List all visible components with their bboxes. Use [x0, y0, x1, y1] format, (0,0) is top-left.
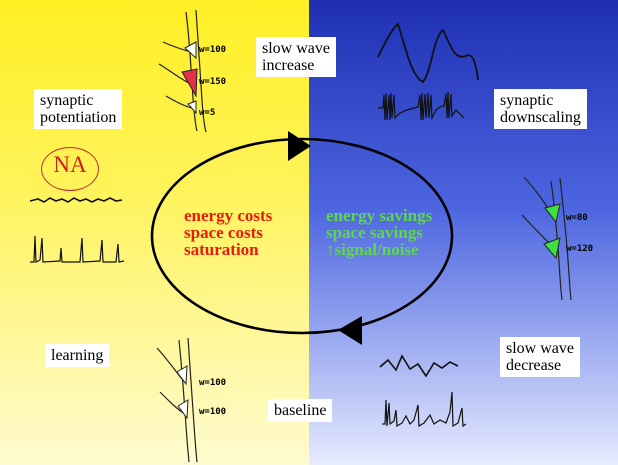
cost-item: space costs	[184, 223, 263, 242]
savings-list: energy savings space savings ↑signal/noi…	[326, 207, 432, 258]
cycle-ellipse	[150, 137, 454, 335]
slow-wave-increase-trace-icon	[377, 22, 479, 84]
weight-label: w=5	[199, 108, 215, 118]
saving-item: energy savings	[326, 206, 433, 225]
spine-potentiated	[181, 68, 198, 98]
synaptic-downscaling-label: synaptic downscaling	[494, 89, 587, 129]
cycle-arrow-icon	[338, 316, 362, 345]
spine-normal	[184, 41, 197, 60]
weight-label: w=150	[199, 77, 226, 87]
slow-wave-increase-label: slow wave increase	[256, 37, 336, 77]
baseline-spike-trace-icon	[382, 391, 467, 428]
saving-item: ↑signal/noise	[326, 240, 419, 259]
synaptic-potentiation-label: synaptic potentiation	[34, 89, 123, 129]
slow-wave-decrease-trace-icon	[379, 354, 459, 378]
burst-trace-icon	[378, 91, 465, 121]
weight-label: w=120	[566, 244, 593, 254]
baseline-label: baseline	[268, 399, 333, 422]
weight-label: w=100	[199, 45, 226, 55]
na-label: NA	[53, 152, 87, 177]
spine-baseline	[176, 365, 188, 386]
up-arrow-icon: ↑	[326, 240, 335, 259]
eeg-trace-icon	[29, 197, 123, 203]
cost-item: saturation	[184, 240, 259, 259]
weight-label: w=80	[566, 213, 588, 223]
dendrite-baseline-icon	[156, 337, 198, 463]
spine-small	[187, 100, 197, 115]
spine-downscaled	[543, 237, 561, 260]
saving-item: space savings	[326, 223, 423, 242]
wake-panel	[0, 0, 309, 465]
learning-label: learning	[45, 344, 110, 367]
spike-trace-icon	[30, 235, 125, 263]
slow-wave-decrease-label: slow wave decrease	[500, 337, 580, 377]
spine-downscaled	[544, 203, 561, 224]
cost-item: energy costs	[184, 206, 273, 225]
weight-label: w=100	[199, 407, 226, 417]
cycle-arrow-icon	[288, 131, 311, 161]
weight-label: w=100	[199, 378, 226, 388]
dendrite-downscaled-icon	[521, 176, 572, 301]
costs-list: energy costs space costs saturation	[184, 207, 272, 258]
na-circle	[41, 147, 99, 191]
sleep-panel	[309, 0, 618, 465]
spine-baseline	[177, 399, 189, 420]
